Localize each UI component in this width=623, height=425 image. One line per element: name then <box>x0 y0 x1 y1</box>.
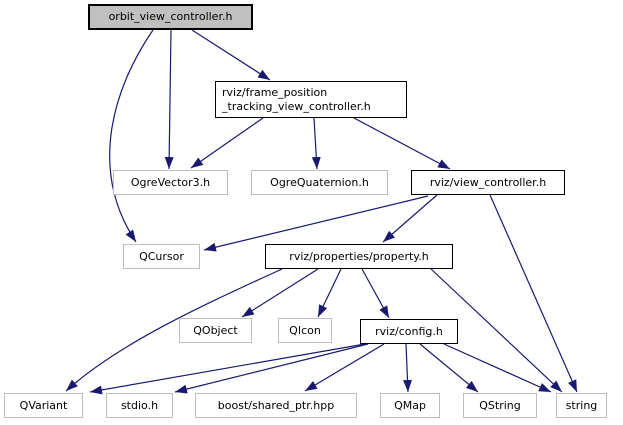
edge-frame-position-tracking-view-controller-to-ogre-vector3 <box>190 117 264 169</box>
node-qvariant: QVariant <box>4 393 83 418</box>
node-string: string <box>556 393 607 418</box>
edge-view-controller-to-qcursor <box>203 195 429 252</box>
edge-frame-position-tracking-view-controller-to-ogre-quaternion <box>311 117 321 170</box>
edge-config-to-qstring <box>419 343 479 393</box>
edge-property-to-config <box>361 268 390 319</box>
node-config[interactable]: rviz/config.h <box>360 319 458 344</box>
node-orbit-view-controller: orbit_view_controller.h <box>88 4 253 30</box>
node-view-controller[interactable]: rviz/view_controller.h <box>411 170 565 195</box>
edge-orbit-view-controller-to-ogre-vector3 <box>164 29 174 170</box>
edge-view-controller-to-string <box>489 194 578 393</box>
edge-view-controller-to-property <box>382 194 438 243</box>
edge-property-to-qobject <box>241 268 319 318</box>
edge-property-to-qicon <box>317 268 342 318</box>
node-property[interactable]: rviz/properties/property.h <box>265 244 453 269</box>
node-qcursor: QCursor <box>123 244 200 269</box>
node-ogre-vector3: OgreVector3.h <box>113 170 228 195</box>
node-frame-position-tracking-view-controller[interactable]: rviz/frame_position _tracking_view_contr… <box>215 81 407 118</box>
edge-orbit-view-controller-to-frame-position-tracking-view-controller <box>191 29 271 81</box>
node-stdio: stdio.h <box>106 393 173 418</box>
node-qobject: QObject <box>179 318 252 343</box>
edge-config-to-string <box>443 343 552 393</box>
edge-frame-position-tracking-view-controller-to-view-controller <box>353 117 451 170</box>
edge-config-to-qvariant <box>89 343 366 395</box>
edge-property-to-qvariant <box>65 268 283 392</box>
edge-property-to-string <box>430 268 563 393</box>
node-qstring: QString <box>463 393 537 418</box>
node-qicon: QIcon <box>278 318 332 343</box>
edge-config-to-boost-shared-ptr <box>304 343 385 392</box>
node-ogre-quaternion: OgreQuaternion.h <box>251 170 388 195</box>
edge-orbit-view-controller-to-qcursor <box>109 29 154 243</box>
node-boost-shared-ptr: boost/shared_ptr.hpp <box>195 393 357 418</box>
edge-config-to-stdio <box>174 343 369 394</box>
edge-config-to-qmap <box>403 343 412 393</box>
node-qmap: QMap <box>380 393 440 418</box>
